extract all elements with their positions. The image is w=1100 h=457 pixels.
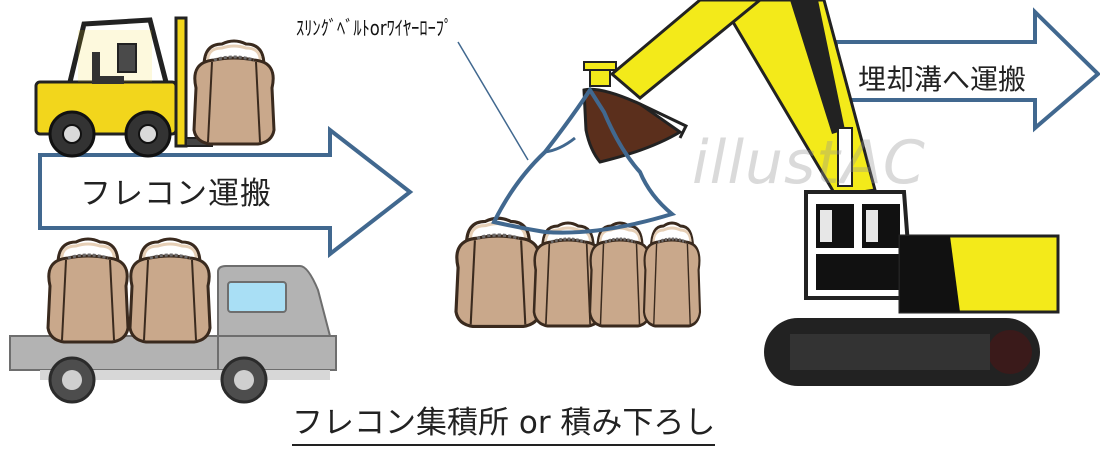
excavator-icon: [609, 0, 1060, 386]
forklift-icon: [34, 16, 213, 158]
truck-icon: [9, 265, 337, 404]
left-arrow-label: フレコン運搬: [80, 176, 272, 212]
bag-on-forklift-icon: [192, 39, 276, 146]
bottom-caption: フレコン集積所 or 積み下ろし: [292, 404, 716, 446]
sling-leader-line: [457, 41, 529, 161]
right-arrow-label: 埋却溝へ運搬: [858, 63, 1027, 96]
bucket-icon: [582, 61, 689, 164]
sling-label: ｽﾘﾝｸﾞﾍﾞﾙﾄorﾜｲﾔｰﾛｰﾌﾟ: [296, 16, 453, 40]
left-arrow: [38, 125, 414, 259]
sling-icon: [491, 86, 677, 235]
bag-cluster-icon: [454, 216, 702, 328]
bags-on-truck-icon: [46, 237, 212, 344]
right-arrow: [834, 7, 1100, 133]
watermark-text: illustAC: [692, 128, 926, 198]
